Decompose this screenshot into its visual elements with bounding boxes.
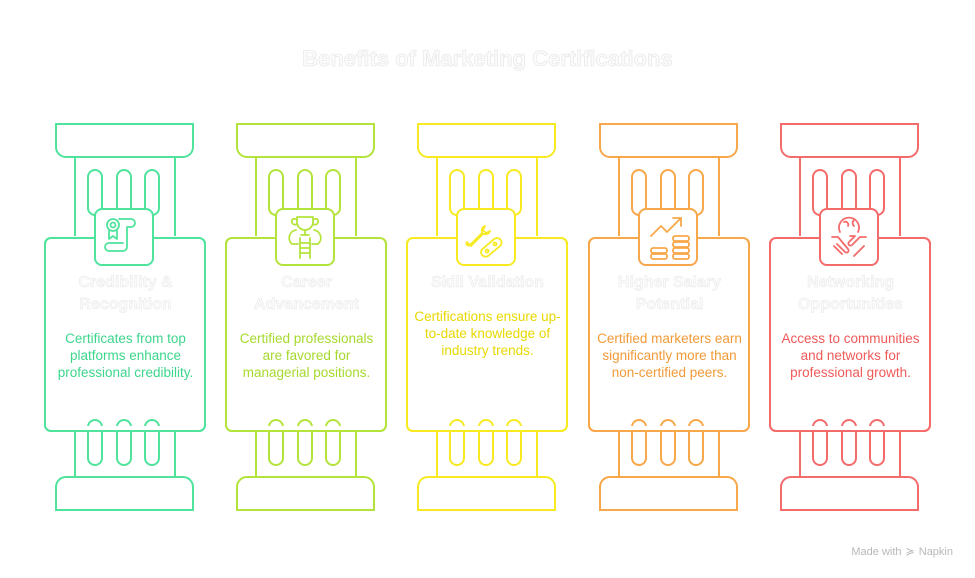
column-base (236, 476, 375, 511)
column-pillar (588, 123, 750, 511)
column-content: Credibility & Recognition Certificates f… (51, 272, 200, 381)
column-title: Higher Salary Potential (617, 274, 722, 314)
column-capital (780, 123, 919, 158)
column-flute (116, 419, 132, 466)
column-title: Networking Opportunities (798, 274, 903, 314)
column-capital (599, 123, 738, 158)
column-flute (144, 419, 160, 466)
column-lower-shaft (618, 431, 720, 477)
icon-badge (94, 208, 154, 266)
benefit-column: Networking Opportunities Access to commu… (769, 0, 931, 578)
icon-badge (275, 208, 335, 266)
column-flute (449, 169, 465, 216)
column-flute (506, 419, 522, 466)
column-flute (325, 419, 341, 466)
column-description: Certifications ensure up-to-date knowled… (414, 309, 561, 358)
column-upper-shaft (618, 157, 720, 238)
column-flute (660, 419, 676, 466)
column-upper-shaft (799, 157, 901, 238)
column-content: Skill Validation Certifications ensure u… (413, 272, 562, 359)
column-upper-shaft (74, 157, 176, 238)
wrench-link-icon (465, 225, 503, 258)
column-base (780, 476, 919, 511)
trophy-ladder-icon (288, 216, 322, 259)
column-base (55, 476, 194, 511)
column-flute (87, 419, 103, 466)
column-flute (87, 169, 103, 216)
column-capital (417, 123, 556, 158)
column-pillar (769, 123, 931, 511)
page-title: Benefits of Marketing Certifications (302, 46, 673, 72)
column-pillar (225, 123, 387, 511)
column-flute (812, 169, 828, 216)
certificate-icon (104, 218, 136, 252)
column-content: Higher Salary Potential Certified market… (595, 272, 744, 381)
column-content: Networking Opportunities Access to commu… (776, 272, 925, 381)
column-flute (478, 419, 494, 466)
column-lower-shaft (255, 431, 357, 477)
column-base (599, 476, 738, 511)
column-title: Career Advancement (254, 274, 359, 314)
icon-badge (638, 208, 698, 266)
column-flute (812, 419, 828, 466)
column-capital (236, 123, 375, 158)
footer-credit: Made with ≽ Napkin (851, 545, 953, 559)
benefit-column: Credibility & Recognition Certificates f… (44, 0, 206, 578)
column-flute (268, 419, 284, 466)
column-description: Certified marketers earn significantly m… (597, 331, 742, 380)
column-base (417, 476, 556, 511)
column-flute (841, 419, 857, 466)
column-lower-shaft (74, 431, 176, 477)
column-lower-shaft (799, 431, 901, 477)
napkin-logo-icon: ≽ (905, 546, 915, 558)
benefit-column: Higher Salary Potential Certified market… (588, 0, 750, 578)
brand-label: Napkin (918, 545, 953, 558)
column-description: Certificates from top platforms enhance … (57, 331, 194, 380)
icon-badge (456, 208, 516, 266)
column-flute (688, 419, 704, 466)
column-description: Access to communities and networks for p… (781, 331, 920, 380)
column-upper-shaft (436, 157, 538, 238)
column-capital (55, 123, 194, 158)
column-flute (268, 169, 284, 216)
column-flute (449, 419, 465, 466)
column-title: Skill Validation (431, 274, 544, 292)
growth-coins-icon (650, 217, 690, 260)
handshake-globe-icon (831, 216, 867, 257)
column-lower-shaft (436, 431, 538, 477)
made-with-label: Made with (851, 545, 902, 558)
icon-badge (819, 208, 879, 266)
benefit-column: Career Advancement Certified professiona… (225, 0, 387, 578)
column-content: Career Advancement Certified professiona… (232, 272, 381, 381)
column-pillar (406, 123, 568, 511)
column-flute (631, 169, 647, 216)
column-flute (869, 419, 885, 466)
benefit-column: Skill Validation Certifications ensure u… (406, 0, 568, 578)
column-title: Credibility & Recognition (78, 274, 173, 314)
column-flute (631, 419, 647, 466)
column-upper-shaft (255, 157, 357, 238)
column-flute (297, 419, 313, 466)
column-description: Certified professionals are favored for … (239, 331, 374, 380)
column-pillar (44, 123, 206, 511)
